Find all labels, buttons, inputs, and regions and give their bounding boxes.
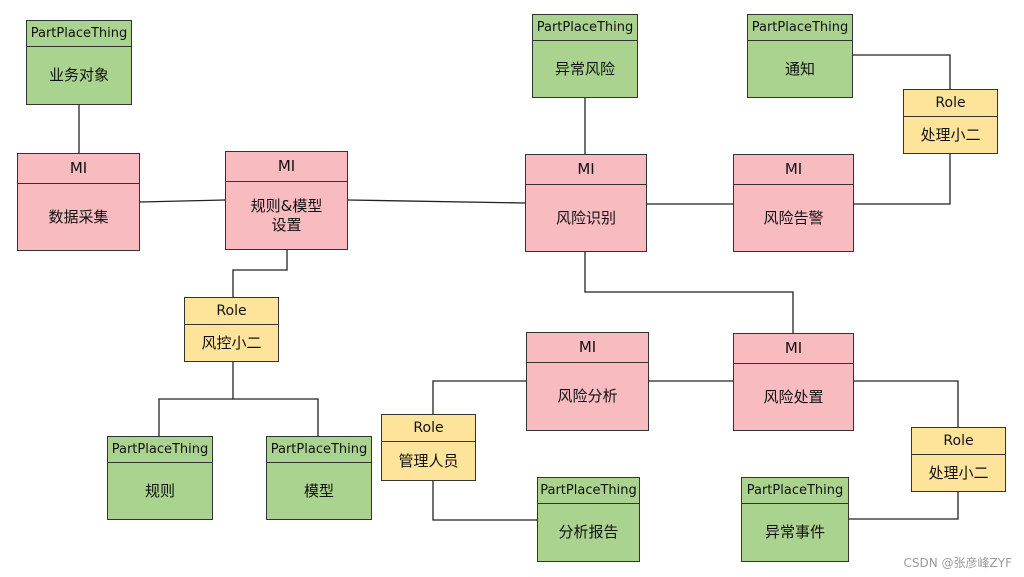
link-guize-moxing-fengkong: [232, 250, 288, 297]
role-guanli-label: 管理人员: [398, 451, 459, 470]
ppt-yichangfengxian[interactable]: PartPlaceThing 异常风险: [532, 14, 638, 98]
ppt-moxing-header: PartPlaceThing: [267, 437, 371, 463]
mi-fengxiangaojing-header: MI: [734, 155, 853, 185]
ppt-guize-header: PartPlaceThing: [108, 437, 212, 463]
role-chuli-bottom-header: Role: [912, 428, 1005, 455]
mi-guize-moxing[interactable]: MI 规则&模型 设置: [225, 151, 348, 250]
mi-shujucaiji-header: MI: [18, 154, 139, 184]
ppt-yewuduixiang-header: PartPlaceThing: [27, 21, 131, 47]
link-fengxiangaojing-chuli-top: [854, 154, 951, 205]
role-fengkong-label: 风控小二: [201, 333, 262, 352]
link-fengkong-moxing: [233, 398, 319, 436]
mi-fengxiangaojing-label: 风险告警: [763, 208, 824, 227]
role-chuli-top-label: 处理小二: [920, 125, 981, 144]
ppt-yichangfengxian-header: PartPlaceThing: [533, 15, 637, 41]
ppt-yichangshijian-header: PartPlaceThing: [742, 478, 848, 504]
mi-fengxianfenxi-label: 风险分析: [557, 387, 618, 405]
mi-fengxianchuzhi-header: MI: [734, 334, 853, 364]
ppt-guize[interactable]: PartPlaceThing 规则: [107, 436, 213, 520]
ppt-yewuduixiang-label: 业务对象: [48, 66, 109, 84]
ppt-fenxibaogao-label: 分析报告: [558, 523, 619, 541]
ppt-tongzhi[interactable]: PartPlaceThing 通知: [747, 14, 853, 98]
role-guanli[interactable]: Role 管理人员: [381, 414, 476, 481]
role-fengkong[interactable]: Role 风控小二: [184, 297, 279, 362]
ppt-fenxibaogao-header: PartPlaceThing: [538, 478, 639, 504]
link-chuzhi-chuli-bottom: [854, 380, 959, 427]
mi-fengxianshibie-label: 风险识别: [555, 208, 616, 227]
mi-fengxianchuzhi-label: 风险处置: [763, 387, 824, 406]
link-guanli-fenxibaogao: [432, 481, 537, 521]
ppt-fenxibaogao[interactable]: PartPlaceThing 分析报告: [537, 477, 640, 562]
link-tongzhi-chuli-top: [853, 54, 951, 89]
link-chuli-bottom-yichangshijian: [849, 492, 959, 520]
ppt-yichangshijian[interactable]: PartPlaceThing 异常事件: [741, 477, 849, 562]
link-guize-moxing-fengxianshibie: [347, 199, 526, 204]
mi-fengxianshibie[interactable]: MI 风险识别: [525, 154, 647, 252]
mi-shujucaiji-label: 数据采集: [48, 207, 109, 226]
mi-fengxianchuzhi[interactable]: MI 风险处置: [733, 333, 854, 431]
mi-fengxiangaojing[interactable]: MI 风险告警: [733, 154, 854, 252]
link-fenxi-guanli: [432, 380, 526, 414]
ppt-yichangshijian-label: 异常事件: [764, 523, 825, 541]
ppt-moxing[interactable]: PartPlaceThing 模型: [266, 436, 372, 520]
ppt-tongzhi-header: PartPlaceThing: [748, 15, 852, 41]
role-chuli-bottom[interactable]: Role 处理小二: [911, 427, 1006, 492]
ppt-yichangfengxian-label: 异常风险: [554, 59, 615, 78]
mi-shujucaiji[interactable]: MI 数据采集: [17, 153, 140, 251]
role-chuli-top-header: Role: [904, 90, 997, 117]
role-fengkong-header: Role: [185, 298, 278, 325]
mi-guize-moxing-label: 规则&模型 设置: [250, 196, 323, 234]
link-fengkong-guize: [158, 362, 234, 436]
mi-fengxianfenxi-header: MI: [527, 333, 648, 363]
mi-fengxianshibie-header: MI: [526, 155, 646, 185]
mi-fengxianfenxi[interactable]: MI 风险分析: [526, 332, 649, 431]
ppt-tongzhi-label: 通知: [784, 59, 815, 78]
role-chuli-top[interactable]: Role 处理小二: [903, 89, 998, 154]
mi-guize-moxing-header: MI: [226, 152, 347, 182]
ppt-yewuduixiang[interactable]: PartPlaceThing 业务对象: [26, 20, 132, 105]
role-chuli-bottom-label: 处理小二: [928, 463, 989, 482]
csdn-watermark: CSDN @张彦峰ZYF: [903, 556, 1012, 570]
ppt-moxing-label: 模型: [303, 481, 334, 500]
ppt-guize-label: 规则: [144, 481, 175, 500]
link-shujucaiji-guize-moxing: [139, 199, 226, 203]
link-fengxianshibie-fengxianchuzhi: [584, 252, 794, 333]
role-guanli-header: Role: [382, 415, 475, 442]
